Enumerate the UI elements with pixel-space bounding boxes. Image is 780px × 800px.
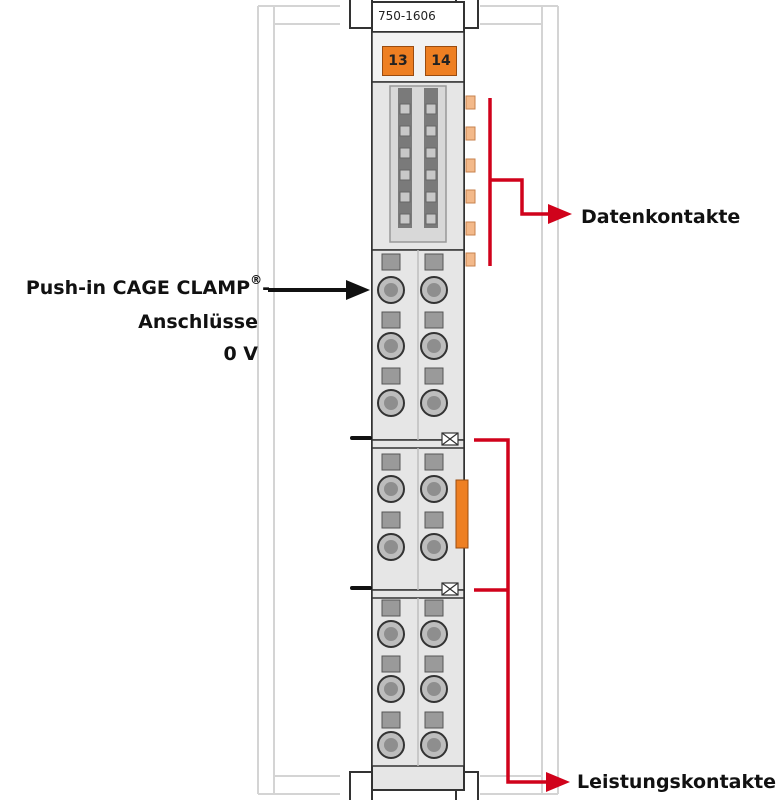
power-contact-markers — [441, 432, 459, 596]
push-in-arrow — [268, 280, 370, 300]
data-contacts-arrowhead — [548, 204, 572, 224]
registered-mark: ® — [250, 273, 263, 287]
carrier-rail-outline — [257, 5, 559, 795]
data-contacts — [465, 95, 476, 267]
connector-pins — [399, 103, 437, 225]
power-contacts-arrowhead — [546, 772, 570, 792]
power-jumper — [455, 479, 469, 549]
push-in-label-dash: - — [262, 277, 270, 299]
terminal-marker-14: 14 — [425, 46, 457, 76]
data-contacts-arrow — [488, 98, 550, 266]
push-in-label-line1: Push-in CAGE CLAMP®- — [25, 274, 270, 299]
clamp-push-buttons — [381, 253, 444, 729]
data-contacts-label: Datenkontakte — [581, 206, 741, 228]
terminal-marker-13: 13 — [382, 46, 414, 76]
power-contact-tabs — [350, 436, 372, 590]
push-in-label-line3: 0 V — [223, 343, 258, 365]
power-contacts-arrow — [474, 438, 548, 784]
module-model-label: 750-1606 — [378, 9, 436, 23]
push-in-label-line2: Anschlüsse — [138, 311, 258, 333]
slot-dividers — [372, 250, 464, 766]
wire-entry-inner — [384, 283, 441, 752]
power-contacts-label: Leistungskontakte — [577, 771, 777, 793]
push-in-label-text: Push-in CAGE CLAMP — [25, 277, 251, 299]
